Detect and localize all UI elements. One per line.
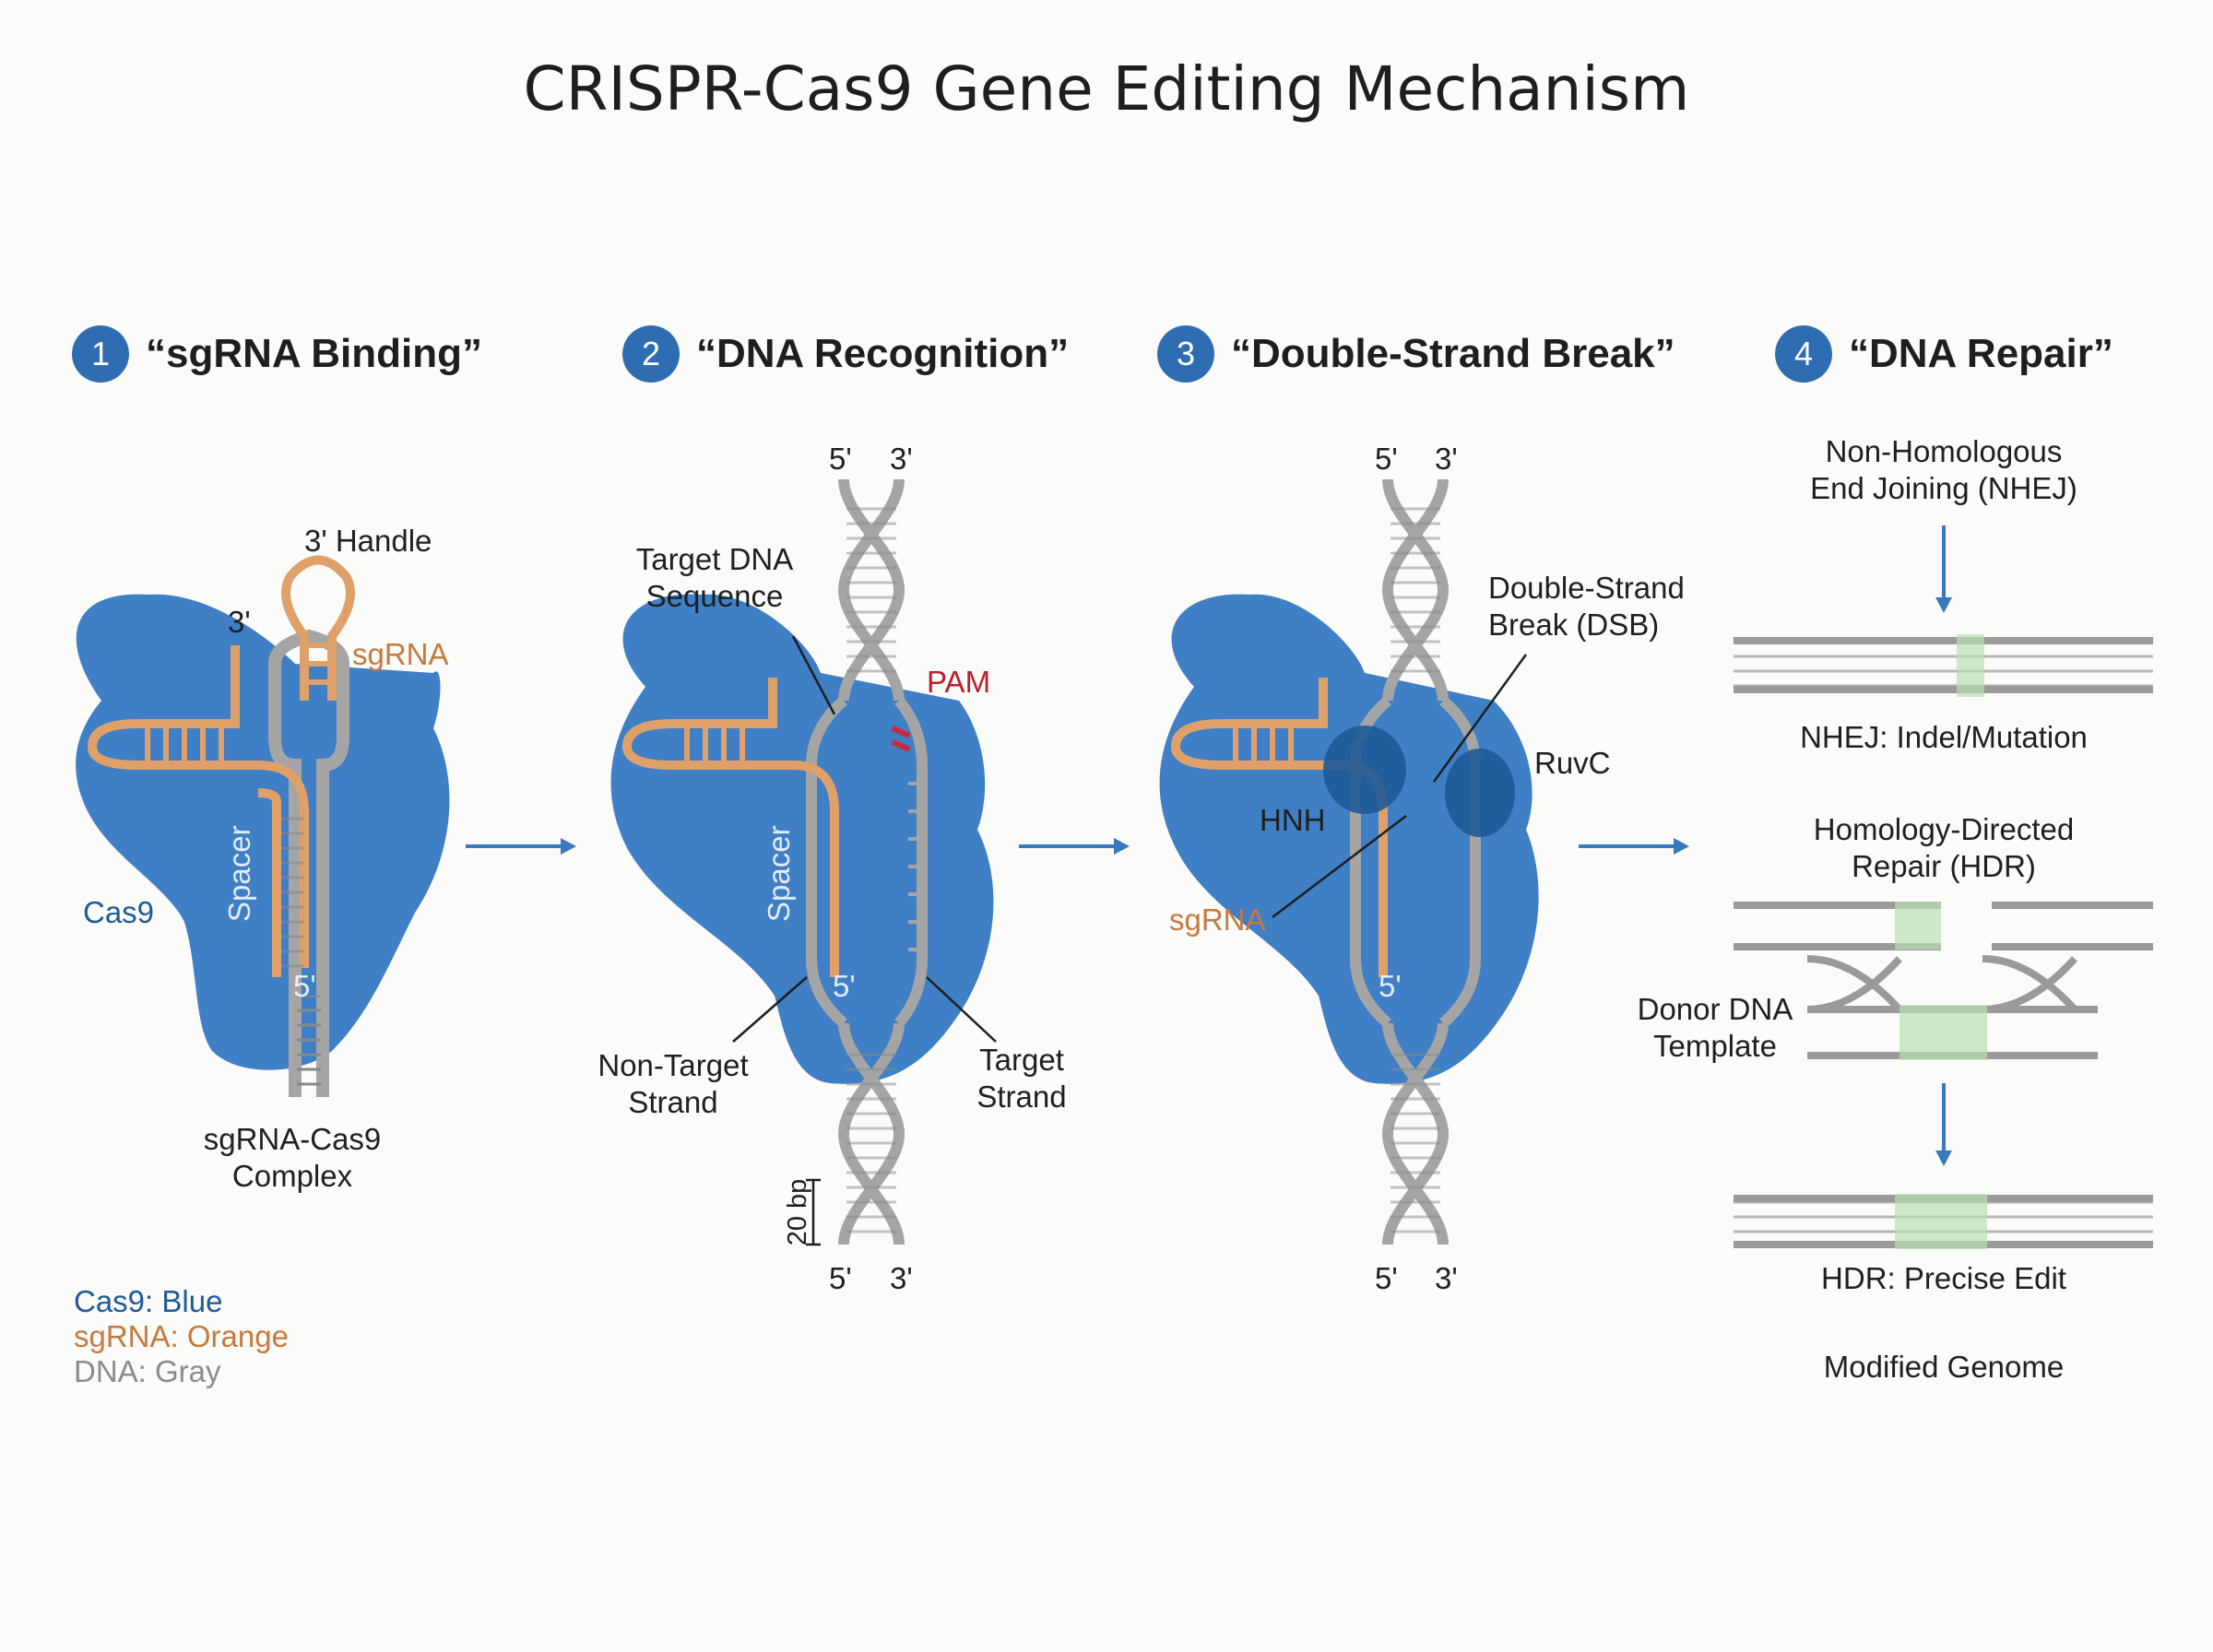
- label-bottom-5-prime: 5': [829, 1261, 852, 1295]
- arrow-1-to-2: [466, 838, 576, 855]
- step-1-header: 1 “sgRNA Binding”: [72, 324, 482, 384]
- arrow-2-to-3: [1019, 838, 1130, 855]
- step-badge: 4: [1775, 325, 1832, 383]
- step-label: “sgRNA Binding”: [146, 331, 482, 376]
- label-3-prime: 3': [228, 605, 251, 639]
- step-label: “Double-Strand Break”: [1231, 331, 1675, 376]
- label-5-prime-2: 5': [833, 969, 856, 1003]
- label-pam: PAM: [927, 665, 991, 699]
- step-label: “DNA Recognition”: [696, 331, 1070, 376]
- page-title: CRISPR-Cas9 Gene Editing Mechanism: [523, 53, 1690, 124]
- sgrna-rungs-2: [684, 728, 745, 761]
- label-modified-genome: Modified Genome: [1823, 1350, 2065, 1384]
- panel-4-dna-repair: [1734, 525, 2153, 1249]
- label-donor-line1: Donor DNA: [1637, 992, 1793, 1026]
- helix-rungs-top-2: [846, 498, 896, 682]
- label-bottom-3-prime-3: 3': [1435, 1261, 1458, 1295]
- dna-bubble-3: [1350, 696, 1481, 1028]
- label-donor-line2: Template: [1653, 1029, 1777, 1063]
- leader-lines-2: [732, 635, 997, 1246]
- label-hdr-result: HDR: Precise Edit: [1821, 1261, 2066, 1295]
- hnh-domain: [1323, 726, 1406, 814]
- label-dsb-line1: Double-Strand: [1488, 571, 1685, 605]
- helix-rungs-bottom-3: [1391, 1042, 1440, 1235]
- step-2-header: 2 “DNA Recognition”: [622, 324, 1069, 384]
- label-spacer: Spacer: [222, 825, 256, 922]
- label-3-handle: 3' Handle: [304, 524, 432, 558]
- legend-cas9: Cas9: Blue: [74, 1284, 223, 1318]
- nhej-duplex: [1734, 634, 2153, 697]
- label-5-prime-3: 5': [1379, 969, 1402, 1003]
- panel-2-dna-recognition: [610, 478, 997, 1246]
- label-target-strand-line2: Strand: [976, 1080, 1067, 1114]
- cas9-protein-blob: [76, 594, 450, 1070]
- label-sgrna-3: sgRNA: [1169, 903, 1266, 937]
- label-cas9: Cas9: [83, 895, 155, 929]
- donor-homology-region: [1899, 1005, 1987, 1060]
- label-top-3-prime-3: 3': [1435, 442, 1458, 476]
- panel-3-double-strand-break: [1159, 478, 1539, 1245]
- arrow-3-to-4: [1579, 838, 1689, 855]
- step-badge: 1: [72, 325, 129, 383]
- label-ruvc: RuvC: [1534, 746, 1611, 780]
- step-label: “DNA Repair”: [1849, 331, 2113, 376]
- label-target-dna-line2: Sequence: [645, 579, 784, 613]
- label-nontarget-line2: Strand: [628, 1085, 718, 1119]
- helix-rungs-top-3: [1391, 498, 1440, 682]
- label-target-dna-line1: Target DNA: [635, 542, 794, 576]
- label-complex-line1: sgRNA-Cas9: [203, 1122, 382, 1156]
- step-4-header: 4 “DNA Repair”: [1775, 324, 2113, 384]
- sgrna-orange-strand: [87, 555, 355, 977]
- target-strand-ticks-2: [908, 782, 922, 951]
- cas9-protein-blob-2: [610, 594, 994, 1084]
- dna-bubble-2: [806, 696, 928, 1028]
- label-nontarget-line1: Non-Target: [598, 1048, 749, 1082]
- label-hdr-line1: Homology-Directed: [1813, 812, 2075, 846]
- label-top-5-prime-3: 5': [1375, 442, 1398, 476]
- label-nhej-line1: Non-Homologous: [1825, 434, 2063, 468]
- sgrna-rungs-3: [1233, 728, 1294, 761]
- ruvc-domain: [1445, 749, 1515, 837]
- label-spacer-2: Spacer: [762, 825, 796, 922]
- step-badge: 3: [1157, 325, 1214, 383]
- label-nhej-line2: End Joining (NHEJ): [1810, 471, 2077, 505]
- label-complex-line2: Complex: [231, 1159, 353, 1193]
- pam-marks: [891, 726, 911, 752]
- label-bottom-5-prime-3: 5': [1375, 1261, 1398, 1295]
- label-bottom-3-prime: 3': [890, 1261, 913, 1295]
- step-badge: 2: [622, 325, 680, 383]
- panel-1-sgrna-binding: [76, 555, 450, 1097]
- label-top-5-prime: 5': [829, 442, 852, 476]
- label-20bp: 20 bp: [783, 1178, 812, 1246]
- helix-rungs-bottom-2: [846, 1042, 896, 1235]
- legend-sgrna: sgRNA: Orange: [74, 1319, 289, 1353]
- step-3-header: 3 “Double-Strand Break”: [1157, 324, 1675, 384]
- dna-gray-strand: [268, 629, 349, 1097]
- hdr-final-duplex: [1734, 1194, 2153, 1249]
- cas9-protein-blob-3: [1159, 594, 1539, 1084]
- leader-lines-3: [1272, 654, 1528, 918]
- label-sgrna: sgRNA: [352, 637, 449, 671]
- label-nhej-result: NHEJ: Indel/Mutation: [1800, 720, 2088, 754]
- label-hnh: HNH: [1260, 803, 1326, 837]
- label-top-3-prime: 3': [890, 442, 913, 476]
- label-target-strand-line1: Target: [979, 1043, 1064, 1077]
- sgrna-strand-2: [621, 678, 839, 977]
- label-5-prime: 5': [293, 969, 316, 1003]
- hdr-broken-duplex: [1734, 902, 2153, 950]
- label-hdr-line2: Repair (HDR): [1852, 849, 2036, 883]
- label-dsb-line2: Break (DSB): [1488, 608, 1660, 642]
- legend-dna: DNA: Gray: [74, 1354, 221, 1388]
